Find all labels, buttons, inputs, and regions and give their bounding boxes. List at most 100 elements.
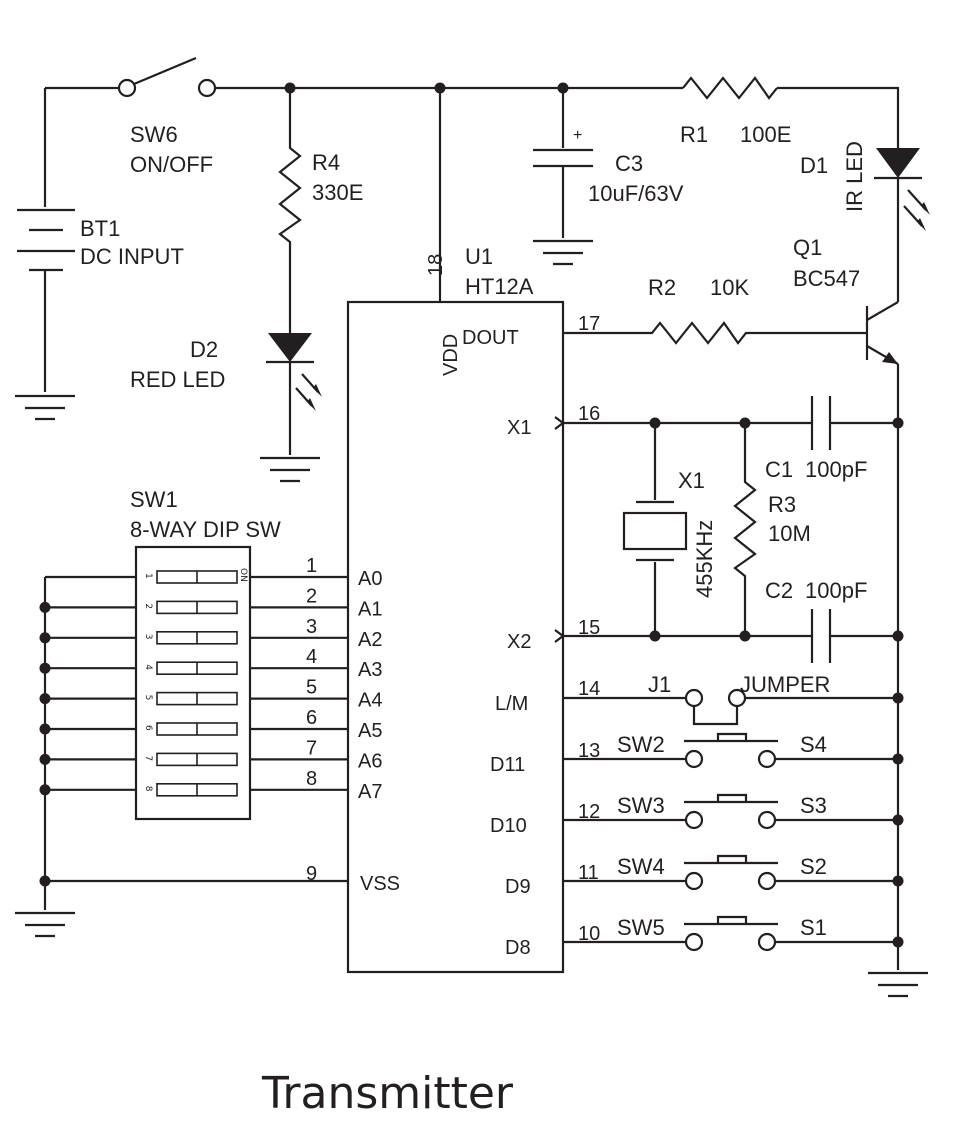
- q1-value: BC547: [793, 266, 860, 291]
- d9-pin-number: 11: [578, 862, 599, 884]
- sw3-ref: SW3: [617, 793, 665, 818]
- address-pin-name: A0: [358, 568, 382, 590]
- r2-ref: R2: [648, 275, 676, 300]
- sw5-out: S1: [800, 915, 827, 940]
- dip-position-label: 8: [143, 786, 153, 792]
- sw6-switch-symbol: [117, 56, 217, 98]
- dip-position-label: 4: [143, 664, 153, 670]
- bt1-ref: BT1: [80, 216, 120, 241]
- sw6-value: ON/OFF: [130, 152, 213, 177]
- r1-resistor-symbol: [682, 76, 778, 100]
- dip-position-label: 2: [143, 603, 153, 609]
- dip-position-label: 1: [143, 573, 153, 579]
- dip-position-label: 7: [143, 755, 153, 761]
- r4-ref: R4: [312, 150, 340, 175]
- sw5-ref: SW5: [617, 915, 665, 940]
- figure-caption: Transmitter: [261, 1068, 514, 1119]
- j1-value: JUMPER: [740, 672, 830, 697]
- r3-ref: R3: [768, 492, 796, 517]
- c2-value: 100pF: [805, 578, 867, 603]
- c3-capacitor-symbol: [533, 82, 593, 266]
- battery-symbol: [15, 88, 75, 421]
- vdd-pin-number: 18: [425, 254, 447, 276]
- x1-crystal-symbol: [622, 423, 688, 636]
- x1-pin-number: 16: [578, 403, 600, 425]
- address-pin-name: A2: [358, 629, 382, 651]
- c2-capacitor-symbol: [810, 609, 832, 663]
- sw6-ref: SW6: [130, 122, 178, 147]
- sw3-out: S3: [800, 793, 827, 818]
- dip-position-label: 3: [143, 634, 153, 640]
- address-pin-number: 2: [306, 585, 317, 607]
- sw5-pushbutton: [563, 915, 904, 952]
- d8-pin-name: D8: [505, 937, 531, 959]
- q1-transistor-symbol: [865, 301, 928, 998]
- d8-pin-number: 10: [578, 923, 600, 945]
- address-pin-name: A4: [358, 690, 382, 712]
- dip-position-label: 5: [143, 695, 153, 701]
- vss-pin-number: 9: [306, 863, 317, 885]
- r3-value: 10M: [768, 521, 811, 546]
- sw3-pushbutton: [563, 793, 904, 830]
- d1-ref: D1: [800, 153, 828, 178]
- address-pin-name: A6: [358, 750, 382, 772]
- address-pin-number: 3: [306, 616, 317, 638]
- x1-ref: X1: [678, 468, 705, 493]
- sw1-value: 8-WAY DIP SW: [130, 517, 281, 542]
- d9-pin-name: D9: [505, 876, 531, 898]
- sw4-ref: SW4: [617, 854, 665, 879]
- lm-pin-name: L/M: [495, 693, 528, 715]
- address-pin-number: 1: [306, 555, 317, 577]
- vss-pin-name: VSS: [360, 873, 400, 895]
- address-pin-name: A7: [358, 781, 382, 803]
- sw2-ref: SW2: [617, 732, 665, 757]
- sw2-out: S4: [800, 732, 827, 757]
- r2-resistor-symbol: [563, 321, 867, 345]
- x2-pin-name: X2: [507, 631, 531, 653]
- address-pin-name: A5: [358, 720, 382, 742]
- u1-ref: U1: [465, 244, 493, 269]
- q1-ref: Q1: [793, 235, 822, 260]
- address-pin-number: 7: [306, 737, 317, 759]
- bt1-value: DC INPUT: [80, 244, 184, 269]
- dout-pin-name: DOUT: [462, 327, 519, 349]
- d1-value: IR LED: [842, 141, 867, 212]
- address-ground-bus: [15, 577, 348, 938]
- j1-jumper-symbol: [563, 688, 904, 726]
- c2-ref: C2: [765, 578, 793, 603]
- d1-ir-led-symbol: [874, 148, 930, 302]
- sw1-ref: SW1: [130, 487, 178, 512]
- d11-pin-name: D11: [490, 754, 525, 776]
- d2-value: RED LED: [130, 367, 225, 392]
- r2-value: 10K: [710, 275, 749, 300]
- d11-pin-number: 13: [578, 740, 600, 762]
- sw1-on-label: ON: [238, 568, 248, 582]
- sw4-out: S2: [800, 854, 827, 879]
- d2-led-symbol: [260, 333, 322, 483]
- address-pin-number: 4: [306, 646, 317, 668]
- d10-pin-number: 12: [578, 801, 600, 823]
- address-pin-number: 8: [306, 768, 317, 790]
- x1-value: 455KHz: [692, 520, 717, 598]
- c1-capacitor-symbol: [810, 396, 832, 450]
- sw1-dip-body: [134, 545, 252, 821]
- address-pin-number: 5: [306, 677, 317, 699]
- r3-resistor-symbol: [733, 423, 757, 636]
- vdd-pin-name: VDD: [440, 334, 462, 376]
- sw2-pushbutton: [563, 732, 904, 769]
- address-pin-name: A3: [358, 659, 382, 681]
- c3-polarity: +: [573, 127, 582, 144]
- r1-ref: R1: [680, 122, 708, 147]
- c1-value: 100pF: [805, 457, 867, 482]
- r1-value: 100E: [740, 122, 791, 147]
- sw4-pushbutton: [563, 854, 904, 891]
- lm-pin-number: 14: [578, 678, 600, 700]
- x2-pin-number: 15: [578, 617, 600, 639]
- r4-value: 330E: [312, 180, 363, 205]
- c1-ref: C1: [765, 457, 793, 482]
- dout-pin-number: 17: [578, 313, 600, 335]
- j1-ref: J1: [648, 672, 671, 697]
- c3-ref: C3: [615, 151, 643, 176]
